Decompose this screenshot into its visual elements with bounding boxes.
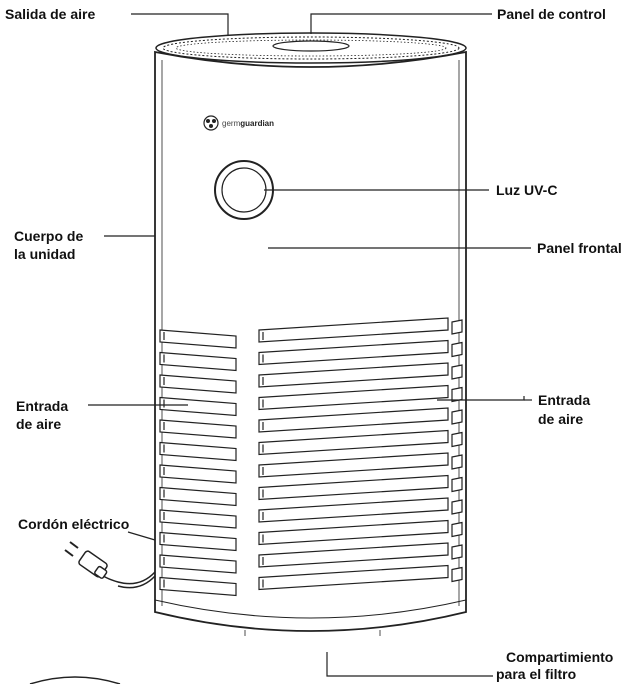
vent-slat <box>451 431 463 448</box>
air-outlet-grille <box>162 36 460 60</box>
label-control-panel: Panel de control <box>497 6 606 22</box>
vent-slat <box>159 554 237 574</box>
label-unit-body-line2: la unidad <box>14 246 75 262</box>
brand-logo: germguardian <box>203 115 274 131</box>
vent-slat <box>451 566 463 583</box>
vent-slat <box>258 564 449 591</box>
left-air-inlet-vents <box>159 329 237 597</box>
vent-slat <box>258 452 449 478</box>
vent-slat <box>159 329 237 349</box>
svg-text:germguardian: germguardian <box>222 119 274 128</box>
vent-slat <box>159 576 237 597</box>
label-uvc-light: Luz UV-C <box>496 182 557 198</box>
label-air-inlet-right-line1: Entrada <box>538 392 590 408</box>
label-air-inlet-left-line2: de aire <box>16 416 61 432</box>
vent-slat <box>159 419 237 439</box>
vent-slat <box>451 521 463 538</box>
vent-slat <box>258 497 449 523</box>
vent-slat <box>451 499 463 515</box>
vent-slat <box>258 317 449 343</box>
vent-slat <box>159 374 237 394</box>
vent-slat <box>159 441 237 462</box>
label-air-outlet: Salida de aire <box>5 6 95 22</box>
label-filter-compartment-line2: para el filtro <box>496 666 576 682</box>
vent-slat <box>451 341 463 358</box>
vent-slat <box>451 544 463 560</box>
label-air-inlet-right-line2: de aire <box>538 411 583 427</box>
vent-slat <box>159 509 237 529</box>
vent-slat <box>451 409 463 425</box>
label-unit-body-line1: Cuerpo de <box>14 228 83 244</box>
label-power-cord: Cordón eléctrico <box>18 516 129 532</box>
vent-slat <box>159 531 237 552</box>
label-front-panel: Panel frontal <box>537 240 622 256</box>
vent-slat <box>451 364 463 380</box>
control-panel <box>272 40 350 52</box>
vent-slat <box>258 519 449 546</box>
vent-slat <box>258 474 449 501</box>
right-air-inlet-vents <box>258 317 463 591</box>
label-air-inlet-left-line1: Entrada <box>16 398 68 414</box>
vent-slat <box>159 486 237 507</box>
power-cord <box>97 571 156 589</box>
vent-slat <box>258 384 449 411</box>
vent-slat <box>258 407 449 433</box>
vent-slat <box>258 362 449 388</box>
label-filter-compartment-line1: Compartimiento <box>506 649 613 665</box>
vent-slat <box>159 351 237 372</box>
leader-lines <box>88 13 532 677</box>
vent-slat <box>258 429 449 456</box>
cropped-circle-edge <box>29 676 121 684</box>
vent-slat <box>258 542 449 568</box>
plug-icon <box>64 541 108 579</box>
vent-slat <box>258 339 449 366</box>
vent-slat <box>159 464 237 484</box>
vent-slat <box>451 319 463 335</box>
vent-slat <box>451 476 463 493</box>
vent-slat <box>451 454 463 470</box>
